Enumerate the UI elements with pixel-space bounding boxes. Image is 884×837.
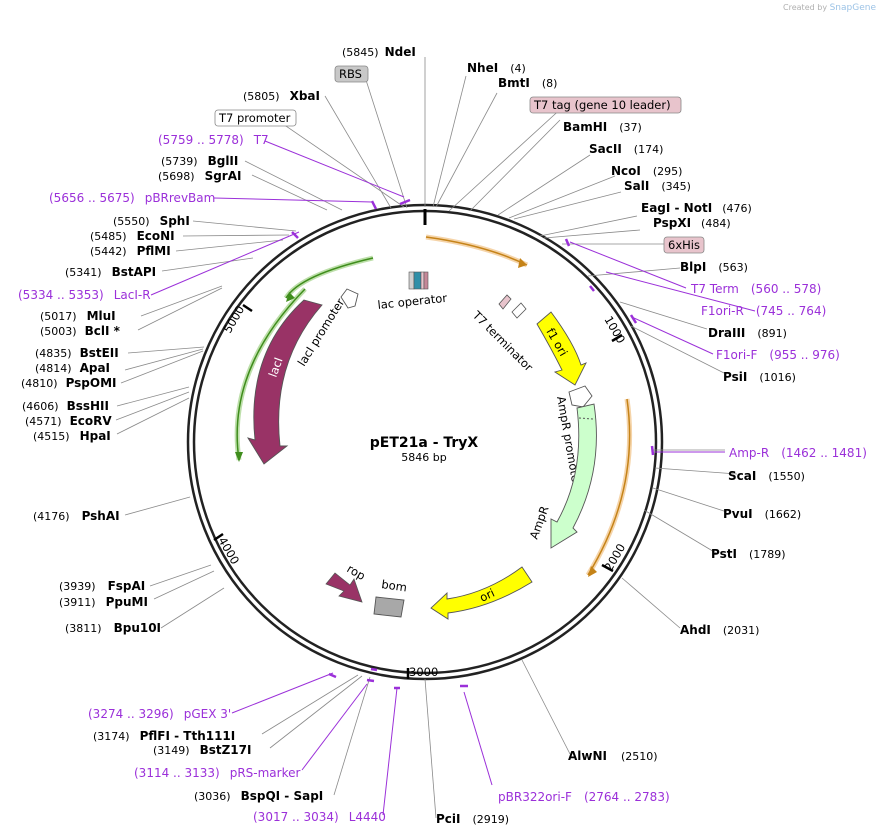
- primer-pbrrevbam: (5656 .. 5675)pBRrevBam: [49, 191, 215, 205]
- laci-label: lacI: [266, 355, 286, 379]
- site-bmti: BmtI(8): [498, 76, 557, 90]
- boxed-features: RBS T7 promoter T7 tag (gene 10 leader) …: [214, 65, 705, 254]
- primer-laci-r: (5334 .. 5353)LacI-R: [18, 288, 151, 302]
- snapgene-logo: SnapGene: [829, 3, 876, 13]
- site-pcii: PciI(2919): [436, 812, 509, 826]
- tick-label-3000: 3000: [409, 665, 438, 679]
- site-sgrai: (5698)SgrAI: [158, 169, 241, 183]
- plasmid-length: 5846 bp: [401, 451, 446, 464]
- t7-terminator-glyph: [498, 294, 512, 310]
- lac-operator-block: [408, 271, 429, 290]
- primer-markers: [150, 140, 756, 816]
- site-pvui: PvuI(1662): [723, 507, 801, 521]
- site-sacii: SacII(174): [589, 142, 663, 156]
- site-pspomi: (4810)PspOMI: [21, 376, 117, 390]
- primer-labels: T7 Term(560 .. 578) F1ori-R(745 .. 764) …: [18, 133, 867, 824]
- site-sali: SalI(345): [624, 179, 691, 193]
- site-bpu10i: (3811)Bpu10I: [65, 621, 161, 635]
- site-bamhi: BamHI(37): [563, 120, 642, 134]
- primer-pgex-3: (3274 .. 3296)pGEX 3': [88, 707, 231, 721]
- label-6xhis: 6xHis: [668, 238, 700, 252]
- leader-lines: [115, 57, 738, 819]
- rop-label: rop: [345, 561, 368, 583]
- primer-f1ori-f: F1ori-F(955 .. 976): [716, 348, 840, 362]
- site-psti: PstI(1789): [711, 547, 786, 561]
- primer-pbr322ori-f: pBR322ori-F(2764 .. 2783): [498, 790, 670, 804]
- site-fspai: (3939)FspAI: [59, 579, 145, 593]
- site-pflmi: (5442)PflMI: [90, 244, 171, 258]
- site-econi: (5485)EcoNI: [90, 229, 175, 243]
- label-rbs: RBS: [339, 67, 362, 81]
- site-nhei: NheI(4): [467, 61, 526, 75]
- primer-amp-r: Amp-R(1462 .. 1481): [729, 446, 867, 460]
- laci-arrow: [247, 299, 323, 465]
- primer-t7: (5759 .. 5778)T7: [158, 133, 269, 147]
- bom-label: bom: [381, 577, 408, 594]
- credit-prefix: Created by: [783, 3, 828, 12]
- orf-arc-top: [425, 234, 529, 268]
- ori-arrow: [430, 566, 533, 620]
- tick-label-1000: 1000: [601, 314, 628, 346]
- f1-ori-arrow: [536, 311, 587, 386]
- site-apai: (4814)ApaI: [35, 361, 110, 375]
- site-ncoi: NcoI(295): [611, 164, 682, 178]
- ori-label: ori: [477, 586, 496, 605]
- site-ndei: (5845)NdeI: [342, 45, 416, 59]
- label-t7-promoter: T7 promoter: [218, 111, 291, 125]
- site-psii: PsiI(1016): [723, 370, 796, 384]
- restriction-sites: (5845)NdeI NheI(4) BmtI(8) BamHI(37) Sac…: [21, 45, 805, 826]
- site-ecorv: (4571)EcoRV: [25, 414, 112, 428]
- site-hpai: (4515)HpaI: [33, 429, 111, 443]
- site-xbai: (5805)XbaI: [243, 89, 320, 103]
- site-pflfi-tth111i: (3174)PflFI - Tth111I: [93, 729, 235, 743]
- snapgene-credit: Created by SnapGene: [783, 3, 876, 13]
- primer-l4440: (3017 .. 3034)L4440: [253, 810, 386, 824]
- site-scai: ScaI(1550): [728, 469, 805, 483]
- ampr-arrow: [550, 403, 597, 549]
- site-bglii: (5739)BglII: [161, 154, 238, 168]
- primer-t7-term: T7 Term(560 .. 578): [690, 282, 821, 296]
- site-bstz17i: (3149)BstZ17I: [153, 743, 251, 757]
- rop-arrow: [325, 572, 363, 603]
- tick-label-5000: 5000: [220, 303, 247, 335]
- site-ppumi: (3911)PpuMI: [59, 595, 148, 609]
- plasmid-name: pET21a - TryX: [370, 435, 479, 451]
- site-bspqi-sapi: (3036)BspQI - SapI: [194, 789, 323, 803]
- site-mlui: (5017)MluI: [40, 309, 116, 323]
- site-draiii: DraIII(891): [708, 326, 787, 340]
- site-pspxi: PspXI(484): [653, 216, 731, 230]
- ampr-label: AmpR: [527, 504, 552, 541]
- site-blpi: BlpI(563): [680, 260, 748, 274]
- site-bstapi: (5341)BstAPI: [65, 265, 156, 279]
- site-alwni: AlwNI(2510): [568, 749, 658, 763]
- site-bcli: (5003)BclI *: [40, 324, 121, 338]
- laci-promoter-glyph: [340, 288, 359, 309]
- ampr-promoter-glyph: [568, 385, 593, 408]
- site-bsshii: (4606)BssHII: [22, 399, 109, 413]
- site-pshai: (4176)PshAI: [33, 509, 120, 523]
- primer-prs-marker: (3114 .. 3133)pRS-marker: [134, 766, 300, 780]
- site-ahdi: AhdI(2031): [680, 623, 759, 637]
- orf-arcs: [234, 234, 633, 577]
- site-eagi-noti: EagI - NotI(476): [641, 201, 752, 215]
- bom-box: [373, 596, 405, 618]
- lac-operator-label: lac operator: [377, 291, 448, 312]
- site-bsteii: (4835)BstEII: [35, 346, 119, 360]
- primer-f1ori-r: F1ori-R(745 .. 764): [701, 304, 826, 318]
- label-t7-tag: T7 tag (gene 10 leader): [533, 98, 671, 112]
- t7-terminator-label: T7 terminator: [469, 308, 536, 375]
- site-sphi: (5550)SphI: [113, 214, 190, 228]
